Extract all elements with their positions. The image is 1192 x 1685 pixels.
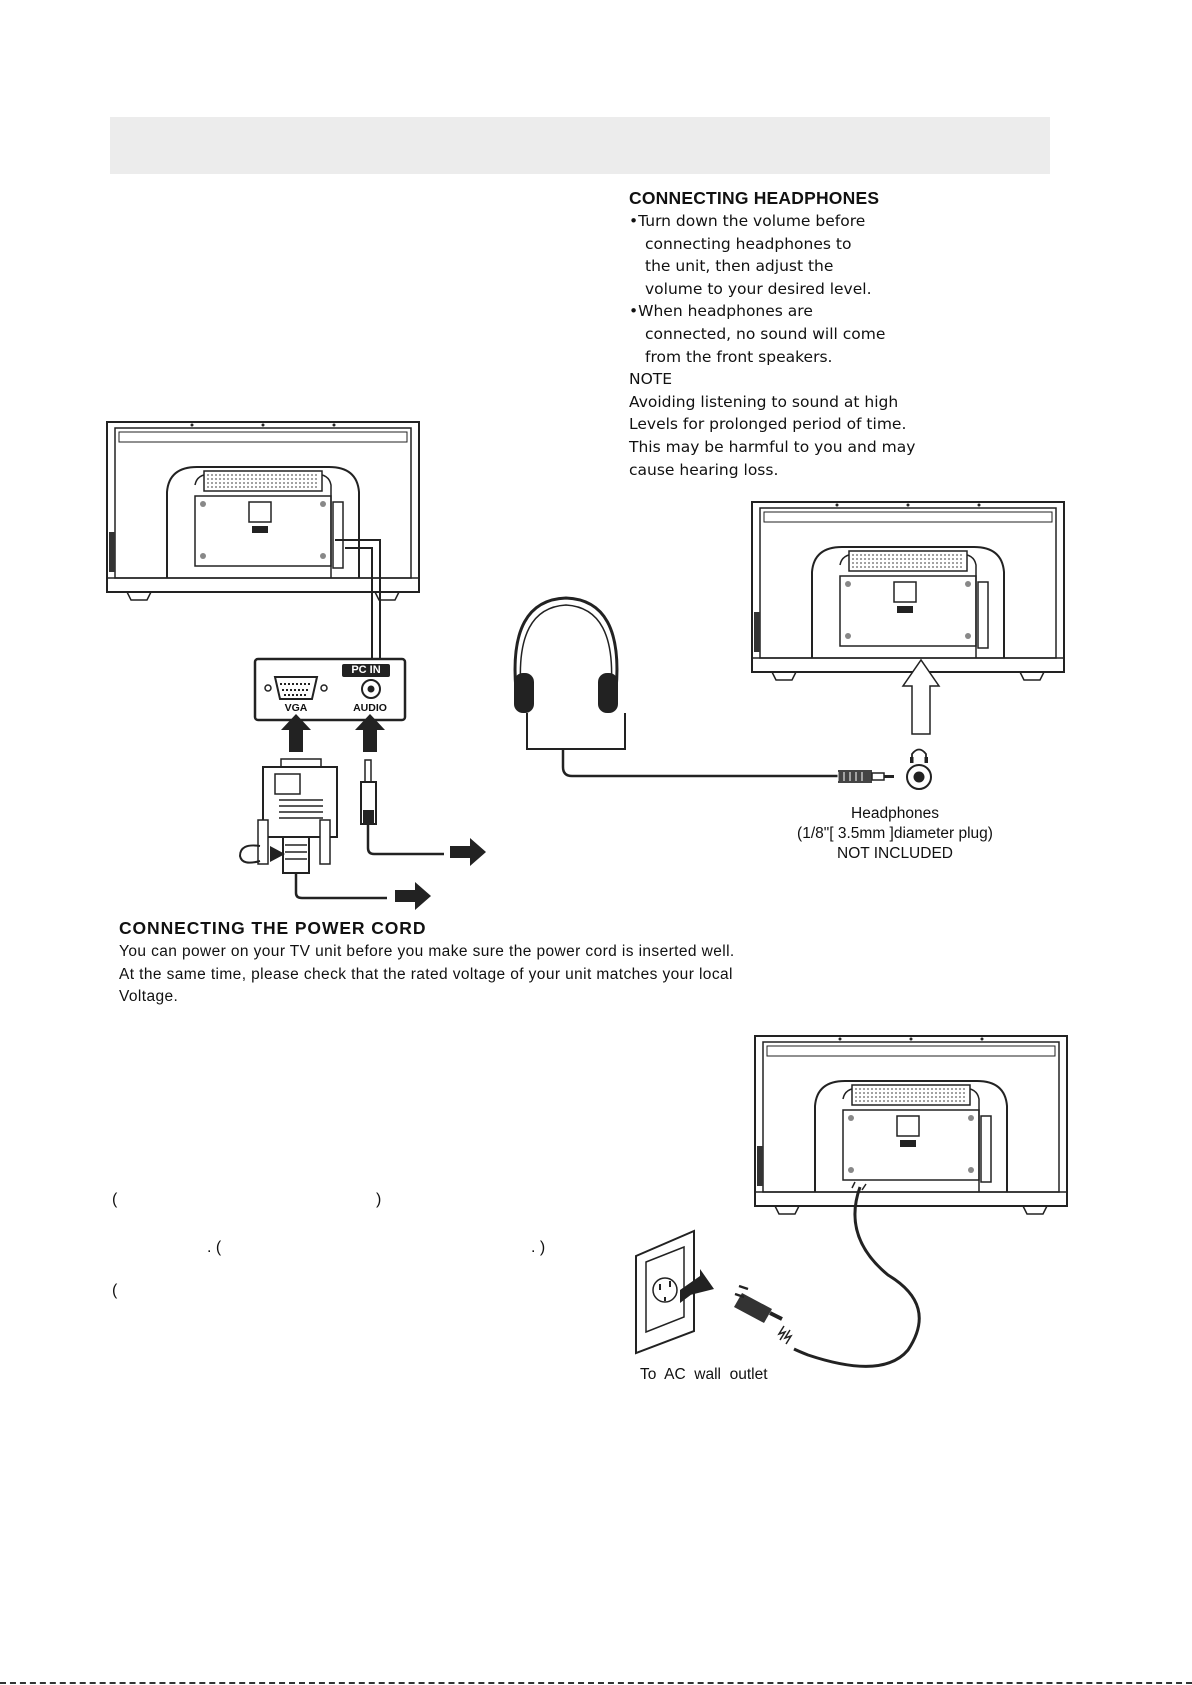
wall-outlet-icon — [635, 1229, 714, 1355]
bullet-2-line-2: connected, no sound will come — [645, 324, 886, 343]
headphones-spec: (1/8"[ 3.5mm ]diameter plug) — [797, 825, 993, 842]
note-line-1: Avoiding listening to sound at high — [629, 392, 899, 411]
arrow-right-icon — [450, 838, 486, 866]
header-band — [110, 117, 1050, 174]
audio-label: AUDIO — [353, 702, 387, 714]
outlet-caption: To AC wall outlet — [640, 1366, 768, 1383]
headphones-name: Headphones — [851, 805, 939, 822]
bullet-1-line-1: •Turn down the volume before — [629, 212, 866, 230]
audio-jack-icon — [361, 679, 381, 699]
bullet-1-line-4: volume to your desired level. — [645, 279, 872, 298]
power-section: CONNECTING THE POWER CORD You can power … — [119, 918, 879, 1009]
headphones-caption: Headphones (1/8"[ 3.5mm ]diameter plug) … — [775, 804, 1015, 864]
bullet-1-line-2: connecting headphones to — [645, 234, 852, 253]
headphones-title: CONNECTING HEADPHONES — [629, 188, 880, 208]
paren-mark: ) — [376, 1191, 382, 1208]
page-bottom-rule — [0, 1682, 1192, 1684]
headphone-plug-icon — [837, 770, 894, 783]
power-line-2: At the same time, please check that the … — [119, 965, 733, 983]
note-line-4: cause hearing loss. — [629, 460, 779, 479]
vga-plug-icon — [238, 758, 387, 900]
pc-in-panel — [253, 657, 407, 722]
pc-in-label: PC IN — [351, 664, 381, 676]
paren-mark: ( — [112, 1282, 118, 1299]
arrow-up-icon — [281, 714, 385, 752]
note-label: NOTE — [629, 370, 673, 389]
tv-rear-icon — [754, 1035, 1068, 1215]
paren-mark: . ) — [531, 1239, 546, 1256]
vga-label: VGA — [284, 702, 308, 714]
arrow-up-icon — [901, 658, 941, 735]
bullet-2-line-3: from the front speakers. — [645, 347, 833, 366]
power-line-1: You can power on your TV unit before you… — [119, 943, 735, 960]
bullet-2-line-1: •When headphones are — [629, 302, 813, 321]
bullet-1-line-3: the unit, then adjust the — [645, 257, 834, 276]
audio-plug-icon — [360, 759, 444, 856]
power-line-3: Voltage. — [119, 988, 179, 1005]
power-title: CONNECTING THE POWER CORD — [119, 918, 427, 938]
headphones-icon — [513, 596, 840, 778]
vga-connector-icon — [264, 676, 328, 700]
arrow-right-icon — [395, 882, 431, 910]
paren-mark: ( — [112, 1191, 118, 1208]
headphones-section: CONNECTING HEADPHONES •Turn down the vol… — [629, 188, 959, 481]
note-line-3: This may be harmful to you and may — [629, 437, 916, 456]
headphones-status: NOT INCLUDED — [837, 845, 953, 862]
tv-rear-icon — [751, 501, 1065, 681]
power-plug-icon — [734, 1284, 793, 1345]
paren-mark: . ( — [207, 1239, 222, 1256]
note-line-2: Levels for prolonged period of time. — [629, 415, 907, 434]
headphone-jack-icon — [906, 748, 932, 790]
